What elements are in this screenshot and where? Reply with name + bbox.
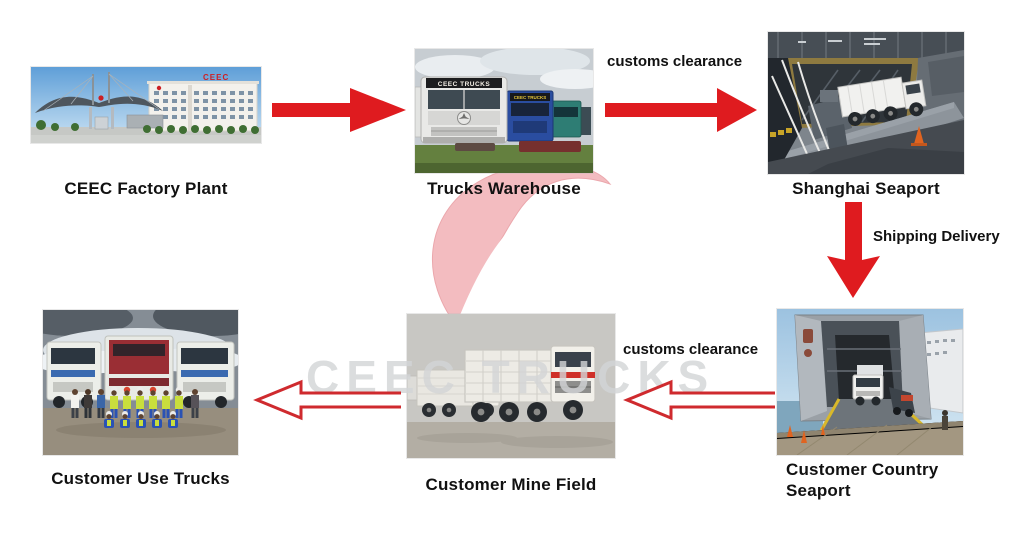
customer-use-trucks-photo <box>43 310 238 455</box>
white-truck-banner-text: CEEC TRUCKS <box>438 81 491 88</box>
customer-country-seaport-label: Customer Country Seaport <box>786 460 939 500</box>
customer-country-seaport-photo <box>777 309 963 455</box>
factory-roof-sign-text: CEEC <box>203 73 229 82</box>
ceec-logo-watermark-icon <box>398 162 630 336</box>
arrow-factory-to-warehouse-icon <box>270 84 408 136</box>
customer-use-trucks-label: Customer Use Trucks <box>51 469 230 488</box>
arrow-mine-to-customer-trucks-icon <box>253 378 403 422</box>
arrow-warehouse-to-shanghai-icon <box>603 84 759 136</box>
arrow-shanghai-to-customer-seaport-icon <box>824 202 882 300</box>
factory-plant-photo: CEEC <box>31 67 261 143</box>
blue-truck-banner-text: CEEC TRUCKS <box>514 95 547 100</box>
factory-plant-label: CEEC Factory Plant <box>64 179 228 198</box>
shanghai-seaport-photo <box>768 32 964 174</box>
arrow-customer-seaport-to-mine-icon <box>623 378 777 422</box>
customer-mine-field-label: Customer Mine Field <box>425 475 597 494</box>
customer-mine-field-photo <box>407 314 615 458</box>
swoosh-graphic <box>431 163 612 336</box>
trucks-warehouse-photo: CEEC TRUCKS CEEC TRUCKS <box>415 49 593 173</box>
customs-clearance-bottom-label: customs clearance <box>623 341 759 358</box>
customs-clearance-top-label: customs clearance <box>607 53 743 70</box>
trucks-warehouse-label: Trucks Warehouse <box>427 179 581 198</box>
shipping-delivery-label: Shipping Delivery <box>873 228 1000 245</box>
shanghai-seaport-label: Shanghai Seaport <box>792 179 940 198</box>
